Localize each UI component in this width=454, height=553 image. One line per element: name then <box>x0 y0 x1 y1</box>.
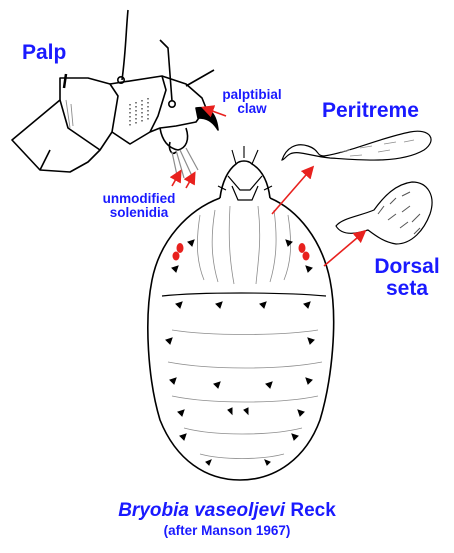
label-solenidia-line1: unmodified <box>102 191 176 206</box>
dorsal-seta-drawing <box>335 181 433 245</box>
caption-author: Reck <box>290 500 336 521</box>
mite-body-drawing <box>147 146 335 481</box>
caption-species: Bryobia vaseoljevi <box>118 500 286 521</box>
peritreme-drawing <box>281 130 432 161</box>
caption-source: (after Manson 1967) <box>163 523 291 538</box>
label-palptibial-claw-line1: palptibial <box>222 87 282 102</box>
label-dorsal-seta-line2: seta <box>385 277 429 301</box>
palp-drawing <box>11 9 219 181</box>
pointer-arrows <box>169 105 367 267</box>
arrow-peritreme <box>271 165 315 215</box>
label-palp: Palp <box>22 41 67 64</box>
label-dorsal-seta-line1: Dorsal <box>374 255 440 278</box>
eye-marks <box>172 243 310 261</box>
label-peritreme: Peritreme <box>322 99 419 122</box>
label-palptibial-claw-line2: claw <box>237 101 267 117</box>
figure-caption: Bryobia vaseoljevi Reck (after Manson 19… <box>0 500 454 538</box>
label-solenidia-line2: solenidia <box>109 205 169 221</box>
arrow-solenidia-2 <box>183 171 196 189</box>
label-dorsal-seta: Dorsal seta <box>372 255 442 301</box>
arrow-claw <box>200 105 227 118</box>
arrow-solenidia-1 <box>169 169 182 187</box>
caption-title: Bryobia vaseoljevi Reck <box>0 500 454 522</box>
label-unmodified-solenidia: unmodified solenidia <box>94 191 184 221</box>
label-palptibial-claw: palptibial claw <box>214 87 290 117</box>
arrow-dorsal-seta <box>323 229 367 267</box>
